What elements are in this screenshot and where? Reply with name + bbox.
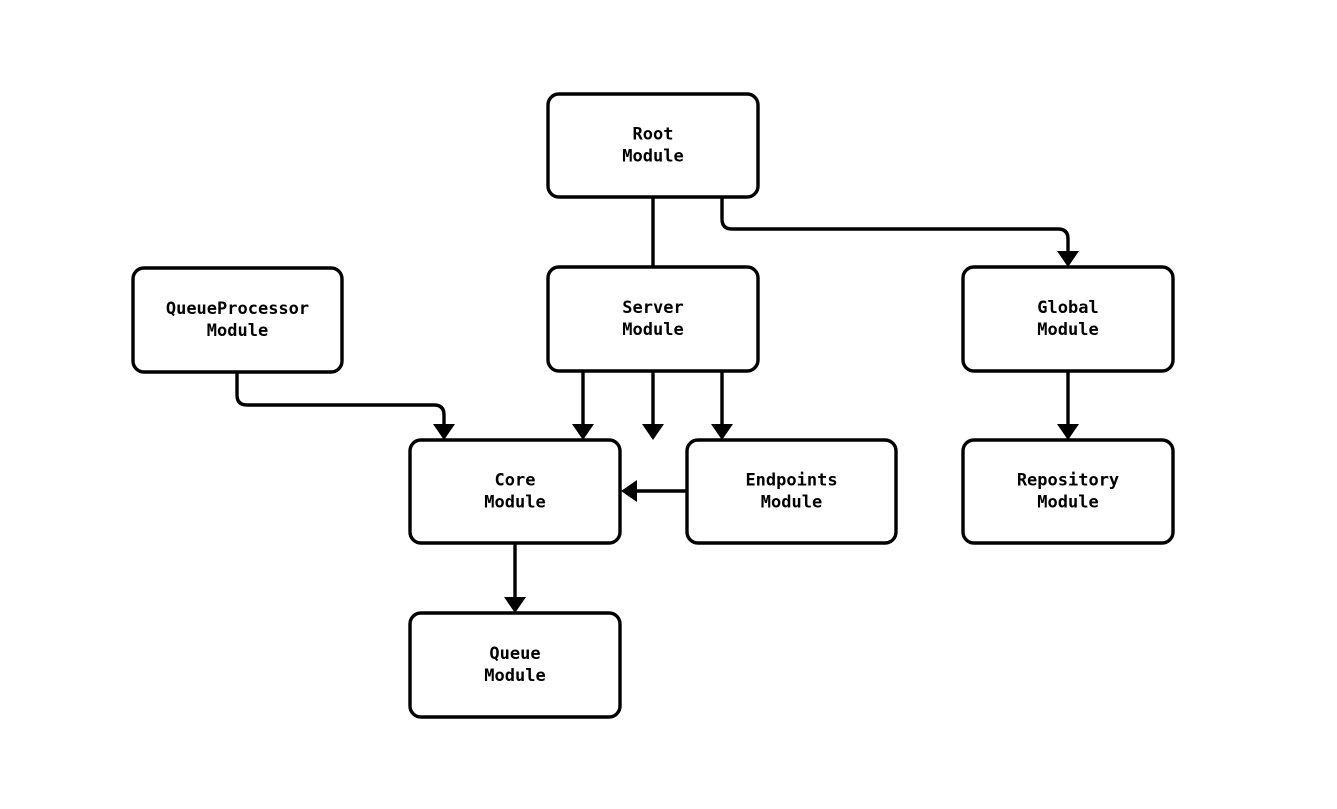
queue-module-label-line1: Queue	[489, 644, 540, 664]
repository-module-label-line1: Repository	[1017, 471, 1119, 491]
edge-server-to-endpoints	[711, 371, 733, 440]
endpoints-module-label-line1: Endpoints	[745, 471, 837, 491]
edge-server-to-core	[572, 371, 594, 440]
server-module-box[interactable]	[546, 265, 760, 373]
endpoints-module-label-line2: Module	[761, 493, 822, 513]
edge-root-to-global	[720, 197, 1079, 267]
global-module-label-line2: Module	[1037, 320, 1098, 340]
edge-root-to-global-arrowhead	[1057, 251, 1079, 267]
edge-endpoints-to-core	[621, 480, 687, 502]
core-module-label-line2: Module	[484, 493, 545, 513]
queue-module-box[interactable]	[408, 611, 622, 719]
edge-endpoints-to-core-arrowhead	[621, 480, 637, 502]
queueprocessor-module-label-line1: QueueProcessor	[166, 299, 309, 319]
repository-module-box[interactable]	[961, 438, 1175, 545]
endpoints-module-box[interactable]	[685, 438, 898, 545]
nodes-layer: RootModuleQueueProcessorModuleServerModu…	[131, 92, 1175, 719]
edge-core-to-queue	[504, 543, 526, 613]
root-module-box[interactable]	[546, 92, 760, 199]
edge-global-to-repository-arrowhead	[1057, 424, 1079, 440]
edge-server-to-endpoints-arrowhead	[711, 424, 733, 440]
queue-module-label-line2: Module	[484, 666, 545, 686]
edge-queueprocessor-to-core	[235, 372, 455, 440]
server-module-label-line2: Module	[622, 320, 683, 340]
edge-global-to-repository	[1057, 371, 1079, 440]
queueprocessor-module-label-line2: Module	[207, 321, 268, 341]
global-module-label-line1: Global	[1037, 298, 1098, 318]
edge-server-to-core-arrowhead	[572, 424, 594, 440]
edges-layer	[235, 197, 1079, 613]
queueprocessor-module-box[interactable]	[131, 266, 344, 374]
edge-queueprocessor-to-core-line	[235, 372, 446, 424]
repository-module-label-line2: Module	[1037, 493, 1098, 513]
edge-root-to-server-arrowhead	[642, 424, 664, 440]
root-module-label-line1: Root	[633, 125, 674, 145]
edge-core-to-queue-arrowhead	[504, 597, 526, 613]
root-module-label-line2: Module	[622, 147, 683, 167]
edge-queueprocessor-to-core-arrowhead	[433, 424, 455, 440]
edge-root-to-global-line	[720, 197, 1070, 251]
global-module-box[interactable]	[961, 265, 1175, 373]
core-module-box[interactable]	[408, 438, 622, 545]
core-module-label-line1: Core	[495, 471, 536, 491]
server-module-label-line1: Server	[622, 298, 683, 318]
